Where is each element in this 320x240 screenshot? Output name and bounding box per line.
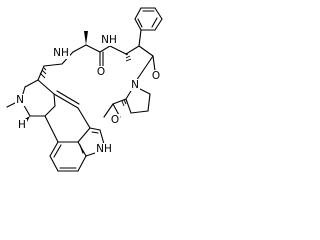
bond <box>109 45 127 55</box>
bond <box>134 7 142 20</box>
bond <box>134 18 142 31</box>
molecule-structure: NH NH O O N O N H NH <box>6 7 163 172</box>
atom-labels: NH NH O O N O N H NH <box>15 34 161 155</box>
bond <box>24 79 39 88</box>
bond <box>44 115 59 143</box>
hashed-bond <box>125 53 132 62</box>
atom-o-upper: O <box>97 66 105 78</box>
bond <box>147 93 151 112</box>
bond-network <box>6 7 163 172</box>
bond <box>99 45 111 53</box>
bond <box>37 79 55 95</box>
atom-nh-amide: NH <box>101 34 117 46</box>
bond <box>49 141 59 157</box>
bond <box>154 18 163 31</box>
bond <box>53 93 56 107</box>
atom-n-proline: N <box>131 79 139 91</box>
bond <box>152 55 156 72</box>
atom-nh-top: NH <box>53 47 69 59</box>
bond <box>56 90 80 105</box>
bond <box>125 45 140 55</box>
bond <box>77 107 91 129</box>
bond <box>85 44 101 53</box>
wedge-bond <box>84 31 88 45</box>
bond <box>72 44 87 53</box>
bond <box>154 7 163 20</box>
bond <box>53 93 79 109</box>
bond <box>91 131 99 134</box>
atom-nh-indole: NH <box>96 143 112 155</box>
bond <box>112 98 127 105</box>
bond <box>138 45 154 57</box>
atom-o-bottom: O <box>111 114 119 126</box>
bond <box>37 65 45 81</box>
stereo-bonds <box>23 31 132 124</box>
bond <box>77 155 87 172</box>
bond <box>151 17 158 28</box>
atom-o-right: O <box>152 70 160 82</box>
bond <box>79 144 84 154</box>
bond <box>99 129 105 145</box>
bond <box>49 155 59 172</box>
bond <box>77 127 91 143</box>
bond <box>103 103 114 118</box>
bond <box>53 144 62 158</box>
atom-n-methyl: N <box>16 94 24 106</box>
bond <box>138 29 142 47</box>
atom-h-stereo: H <box>18 119 26 131</box>
hashed-bond <box>39 67 47 79</box>
hashed-bond <box>121 99 128 107</box>
bond <box>137 18 143 28</box>
bond <box>43 63 63 67</box>
bond <box>130 110 149 114</box>
bond <box>44 105 56 117</box>
bond <box>89 127 101 131</box>
